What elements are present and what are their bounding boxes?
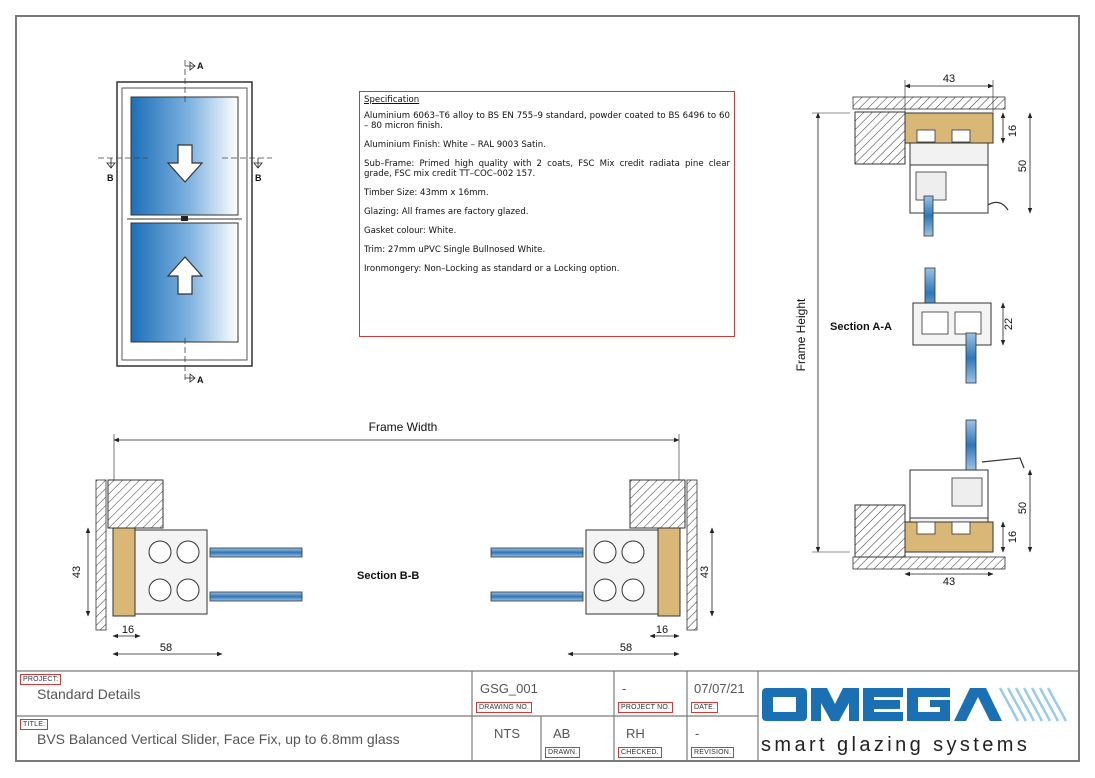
omega-logo: [762, 687, 1068, 722]
frame-width-label: Frame Width: [369, 420, 438, 434]
spec-item: Timber Size: 43mm x 16mm.: [364, 188, 489, 198]
drawn-value: AB: [553, 726, 571, 741]
project-value: Standard Details: [37, 686, 141, 702]
arrow-down-icon: [166, 144, 204, 183]
logo-tagline: smart glazing systems: [761, 734, 1031, 756]
dim-top-width: 43: [943, 73, 955, 85]
spec-item: Aluminium 6063–T6 alloy to BS EN 755–9 s…: [364, 111, 730, 131]
dim-top-16: 16: [1007, 125, 1019, 137]
revision-value: -: [695, 726, 700, 741]
revision-label: REVISION.: [691, 747, 735, 758]
spec-item: Gasket colour: White.: [364, 226, 457, 236]
section-mark-b-left: B: [107, 173, 114, 183]
dim-bot-50: 50: [1017, 502, 1029, 514]
spec-item: Sub–Frame: Primed high quality with 2 co…: [364, 159, 730, 179]
dim-bot-16: 16: [1007, 531, 1019, 543]
dim-right-43: 43: [699, 566, 711, 578]
checked-label: CHECKED.: [618, 747, 662, 758]
spec-item: Ironmongery: Non–Locking as standard or …: [364, 264, 620, 274]
window-elevation: A A B B: [98, 60, 272, 385]
sheet-border: [15, 15, 1080, 762]
drawing-no-value: GSG_001: [480, 681, 538, 696]
section-bb-drawing: Frame Width 43 16 58 Section B-B 43 16: [71, 420, 715, 657]
spec-item: Aluminium Finish: White – RAL 9003 Satin…: [364, 140, 546, 150]
section-mark-a-bottom: A: [197, 375, 204, 385]
dim-left-58: 58: [160, 642, 172, 654]
title-value: BVS Balanced Vertical Slider, Face Fix, …: [37, 731, 400, 747]
section-aa-drawing: 43 16 50 22 50 16 43 Frame Height Sectio…: [794, 73, 1033, 588]
date-value: 07/07/21: [694, 681, 745, 696]
project-label: PROJECT:: [20, 674, 62, 685]
scale-value: NTS: [494, 726, 520, 741]
dim-right-58: 58: [620, 642, 632, 654]
spec-title: Specification: [364, 95, 420, 105]
dim-top-50: 50: [1017, 160, 1029, 172]
section-bb-label: Section B-B: [357, 570, 419, 582]
arrow-up-icon: [166, 256, 204, 295]
title-label: TITLE:: [20, 719, 49, 730]
checked-value: RH: [626, 726, 645, 741]
dim-right-16: 16: [656, 624, 668, 636]
title-block-grid: [16, 670, 1079, 761]
date-label: DATE.: [691, 702, 719, 713]
project-no-label: PROJECT NO.: [618, 702, 674, 713]
section-aa-label: Section A-A: [830, 321, 892, 333]
dim-left-16: 16: [122, 624, 134, 636]
section-mark-b-right: B: [255, 173, 262, 183]
specification-box: Specification Aluminium 6063–T6 alloy to…: [359, 91, 735, 337]
dim-mid-22: 22: [1003, 318, 1015, 330]
spec-item: Glazing: All frames are factory glazed.: [364, 207, 529, 217]
dim-bot-width: 43: [943, 576, 955, 588]
spec-item: Trim: 27mm uPVC Single Bullnosed White.: [364, 245, 546, 255]
dim-left-43: 43: [71, 566, 83, 578]
drawing-no-label: DRAWING NO.: [476, 702, 533, 713]
frame-height-label: Frame Height: [794, 298, 808, 371]
project-no-value: -: [622, 681, 627, 696]
drawn-label: DRAWN.: [545, 747, 581, 758]
section-mark-a-top: A: [197, 61, 204, 71]
